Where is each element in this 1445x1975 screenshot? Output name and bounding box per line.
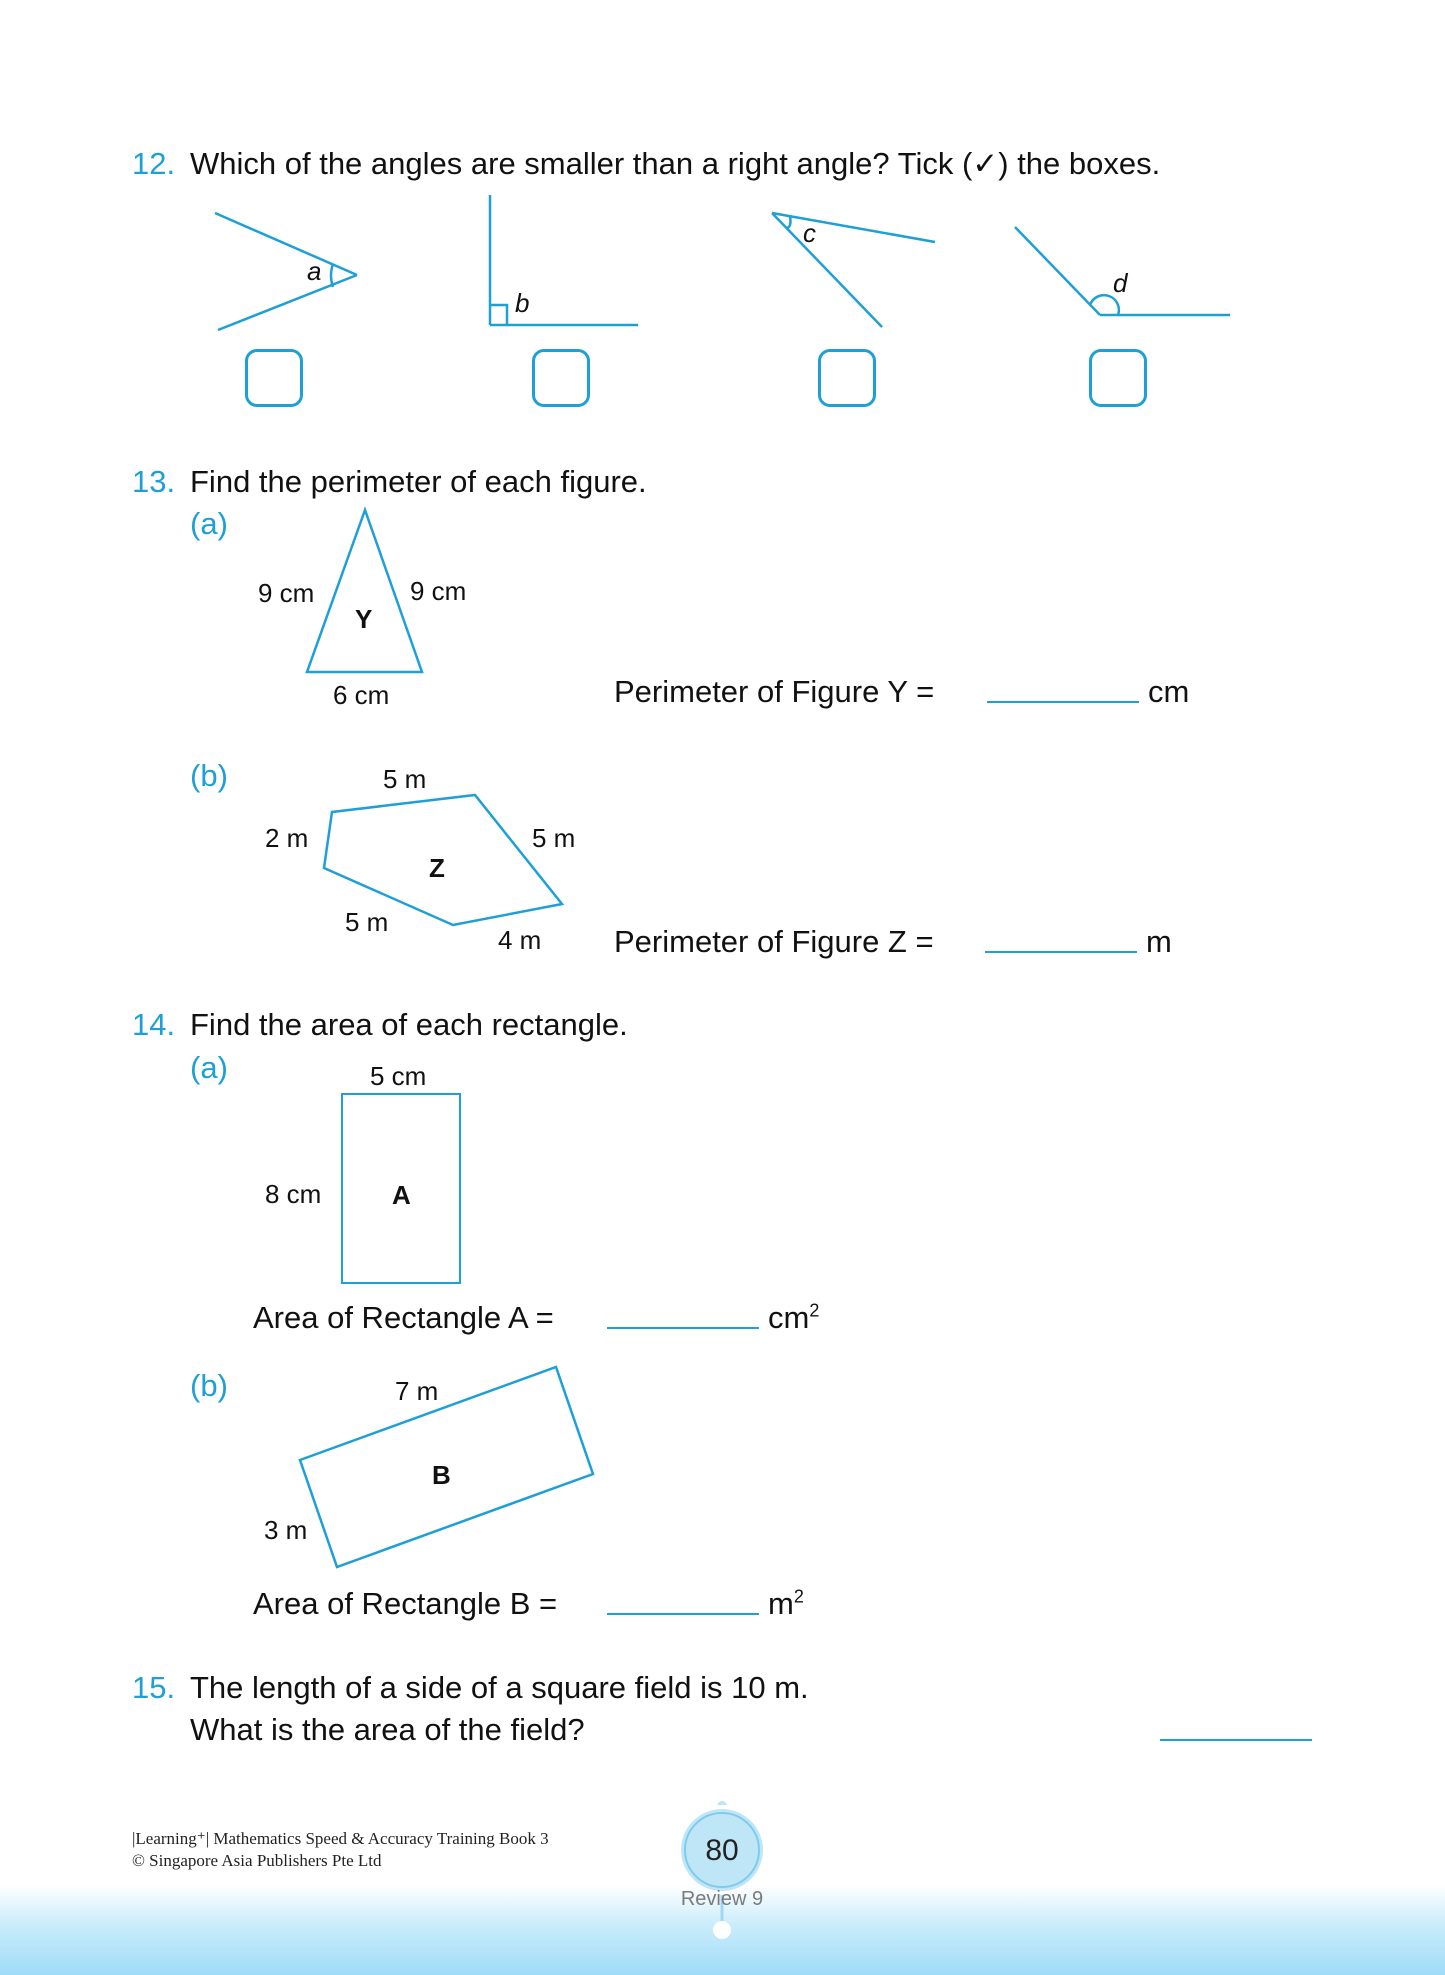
q14a-part: (a)	[190, 1050, 228, 1085]
area-a-label: Area of Rectangle A =	[253, 1300, 554, 1335]
rectangle-a-label: A	[392, 1180, 411, 1210]
figure-y-base: 6 cm	[333, 680, 390, 710]
angle-a-checkbox[interactable]	[245, 349, 303, 407]
perimeter-y-unit: cm	[1148, 674, 1190, 709]
angle-b-figure	[488, 195, 638, 327]
perimeter-y-answer-blank[interactable]	[987, 701, 1139, 703]
q14-number: 14.	[132, 1007, 176, 1042]
page-number: 80	[705, 1834, 739, 1867]
figure-z-bottom-left-side: 5 m	[345, 907, 389, 937]
angle-a-figure	[214, 211, 358, 332]
q13a-part: (a)	[190, 506, 228, 541]
angle-d-figure	[1014, 226, 1230, 317]
figure-z-left-side: 2 m	[265, 823, 309, 853]
perimeter-z-answer-blank[interactable]	[985, 951, 1137, 953]
area-b-answer-blank[interactable]	[607, 1613, 759, 1615]
q13-text: Find the perimeter of each figure.	[190, 464, 647, 499]
angle-c-label: c	[803, 218, 816, 248]
rectangle-a-width: 5 cm	[370, 1061, 427, 1091]
q15-line1: The length of a side of a square field i…	[190, 1670, 809, 1705]
q13-number: 13.	[132, 464, 176, 499]
area-a-answer-blank[interactable]	[607, 1327, 759, 1329]
rectangle-b-width: 3 m	[264, 1515, 308, 1545]
q13b-part: (b)	[190, 758, 228, 793]
figure-z-top-side: 5 m	[383, 764, 427, 794]
area-b-unit: m2	[768, 1586, 804, 1621]
q12-text: Which of the angles are smaller than a r…	[190, 146, 1161, 181]
perimeter-z-unit: m	[1146, 924, 1172, 959]
angle-b-checkbox[interactable]	[532, 349, 590, 407]
section-label: Review 9	[680, 1888, 764, 1910]
angle-a-label: a	[307, 256, 322, 286]
rectangle-a	[341, 1093, 461, 1284]
rectangle-b-label: B	[432, 1460, 451, 1490]
rectangle-a-height: 8 cm	[265, 1179, 322, 1209]
angle-b-label: b	[515, 288, 530, 318]
q15-line2: What is the area of the field?	[190, 1712, 585, 1747]
perimeter-y-label: Perimeter of Figure Y =	[614, 674, 935, 709]
area-b-label: Area of Rectangle B =	[253, 1586, 558, 1621]
angle-c-checkbox[interactable]	[818, 349, 876, 407]
footer-copyright: © Singapore Asia Publishers Pte Ltd	[132, 1851, 382, 1870]
angle-c-figure	[771, 211, 936, 328]
figure-z-label: Z	[429, 853, 445, 883]
figure-z-bottom-right-side: 4 m	[498, 925, 542, 955]
figure-z-right-side: 5 m	[532, 823, 576, 853]
figure-y-left-side: 9 cm	[258, 578, 315, 608]
q15-answer-blank[interactable]	[1160, 1739, 1312, 1741]
q15-number: 15.	[132, 1670, 176, 1705]
rectangle-b-length: 7 m	[395, 1376, 439, 1406]
q12-number: 12.	[132, 146, 176, 181]
footer-book-title: |Learning⁺| Mathematics Speed & Accuracy…	[132, 1829, 549, 1848]
area-a-unit: cm2	[768, 1300, 820, 1335]
figure-y-right-side: 9 cm	[410, 576, 467, 606]
perimeter-z-label: Perimeter of Figure Z =	[614, 924, 934, 959]
q14-text: Find the area of each rectangle.	[190, 1007, 628, 1042]
angle-d-label: d	[1113, 268, 1128, 298]
figure-y-label: Y	[355, 604, 373, 634]
angle-d-checkbox[interactable]	[1089, 349, 1147, 407]
q14b-part: (b)	[190, 1368, 228, 1403]
